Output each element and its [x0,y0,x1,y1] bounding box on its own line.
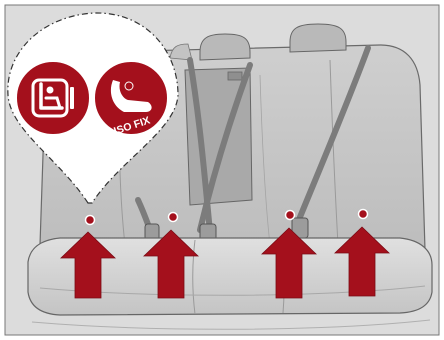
belt-buckles [144,217,309,245]
arrow-2 [143,229,199,299]
arrow-1 [60,231,116,299]
arrows [60,226,390,299]
seat-cushion [27,237,433,330]
child-seat-anchor-icon [15,60,91,136]
headrests [169,23,347,61]
anchor-marker-3 [284,209,296,221]
arrow-4 [334,226,390,297]
anchor-marker-4 [357,208,369,220]
anchor-markers [84,208,369,226]
anchor-marker-2 [167,211,179,223]
anchor-marker-1 [84,214,96,226]
arrow-3 [261,227,317,299]
isofix-child-seat-icon: ISO FIX [93,60,169,137]
